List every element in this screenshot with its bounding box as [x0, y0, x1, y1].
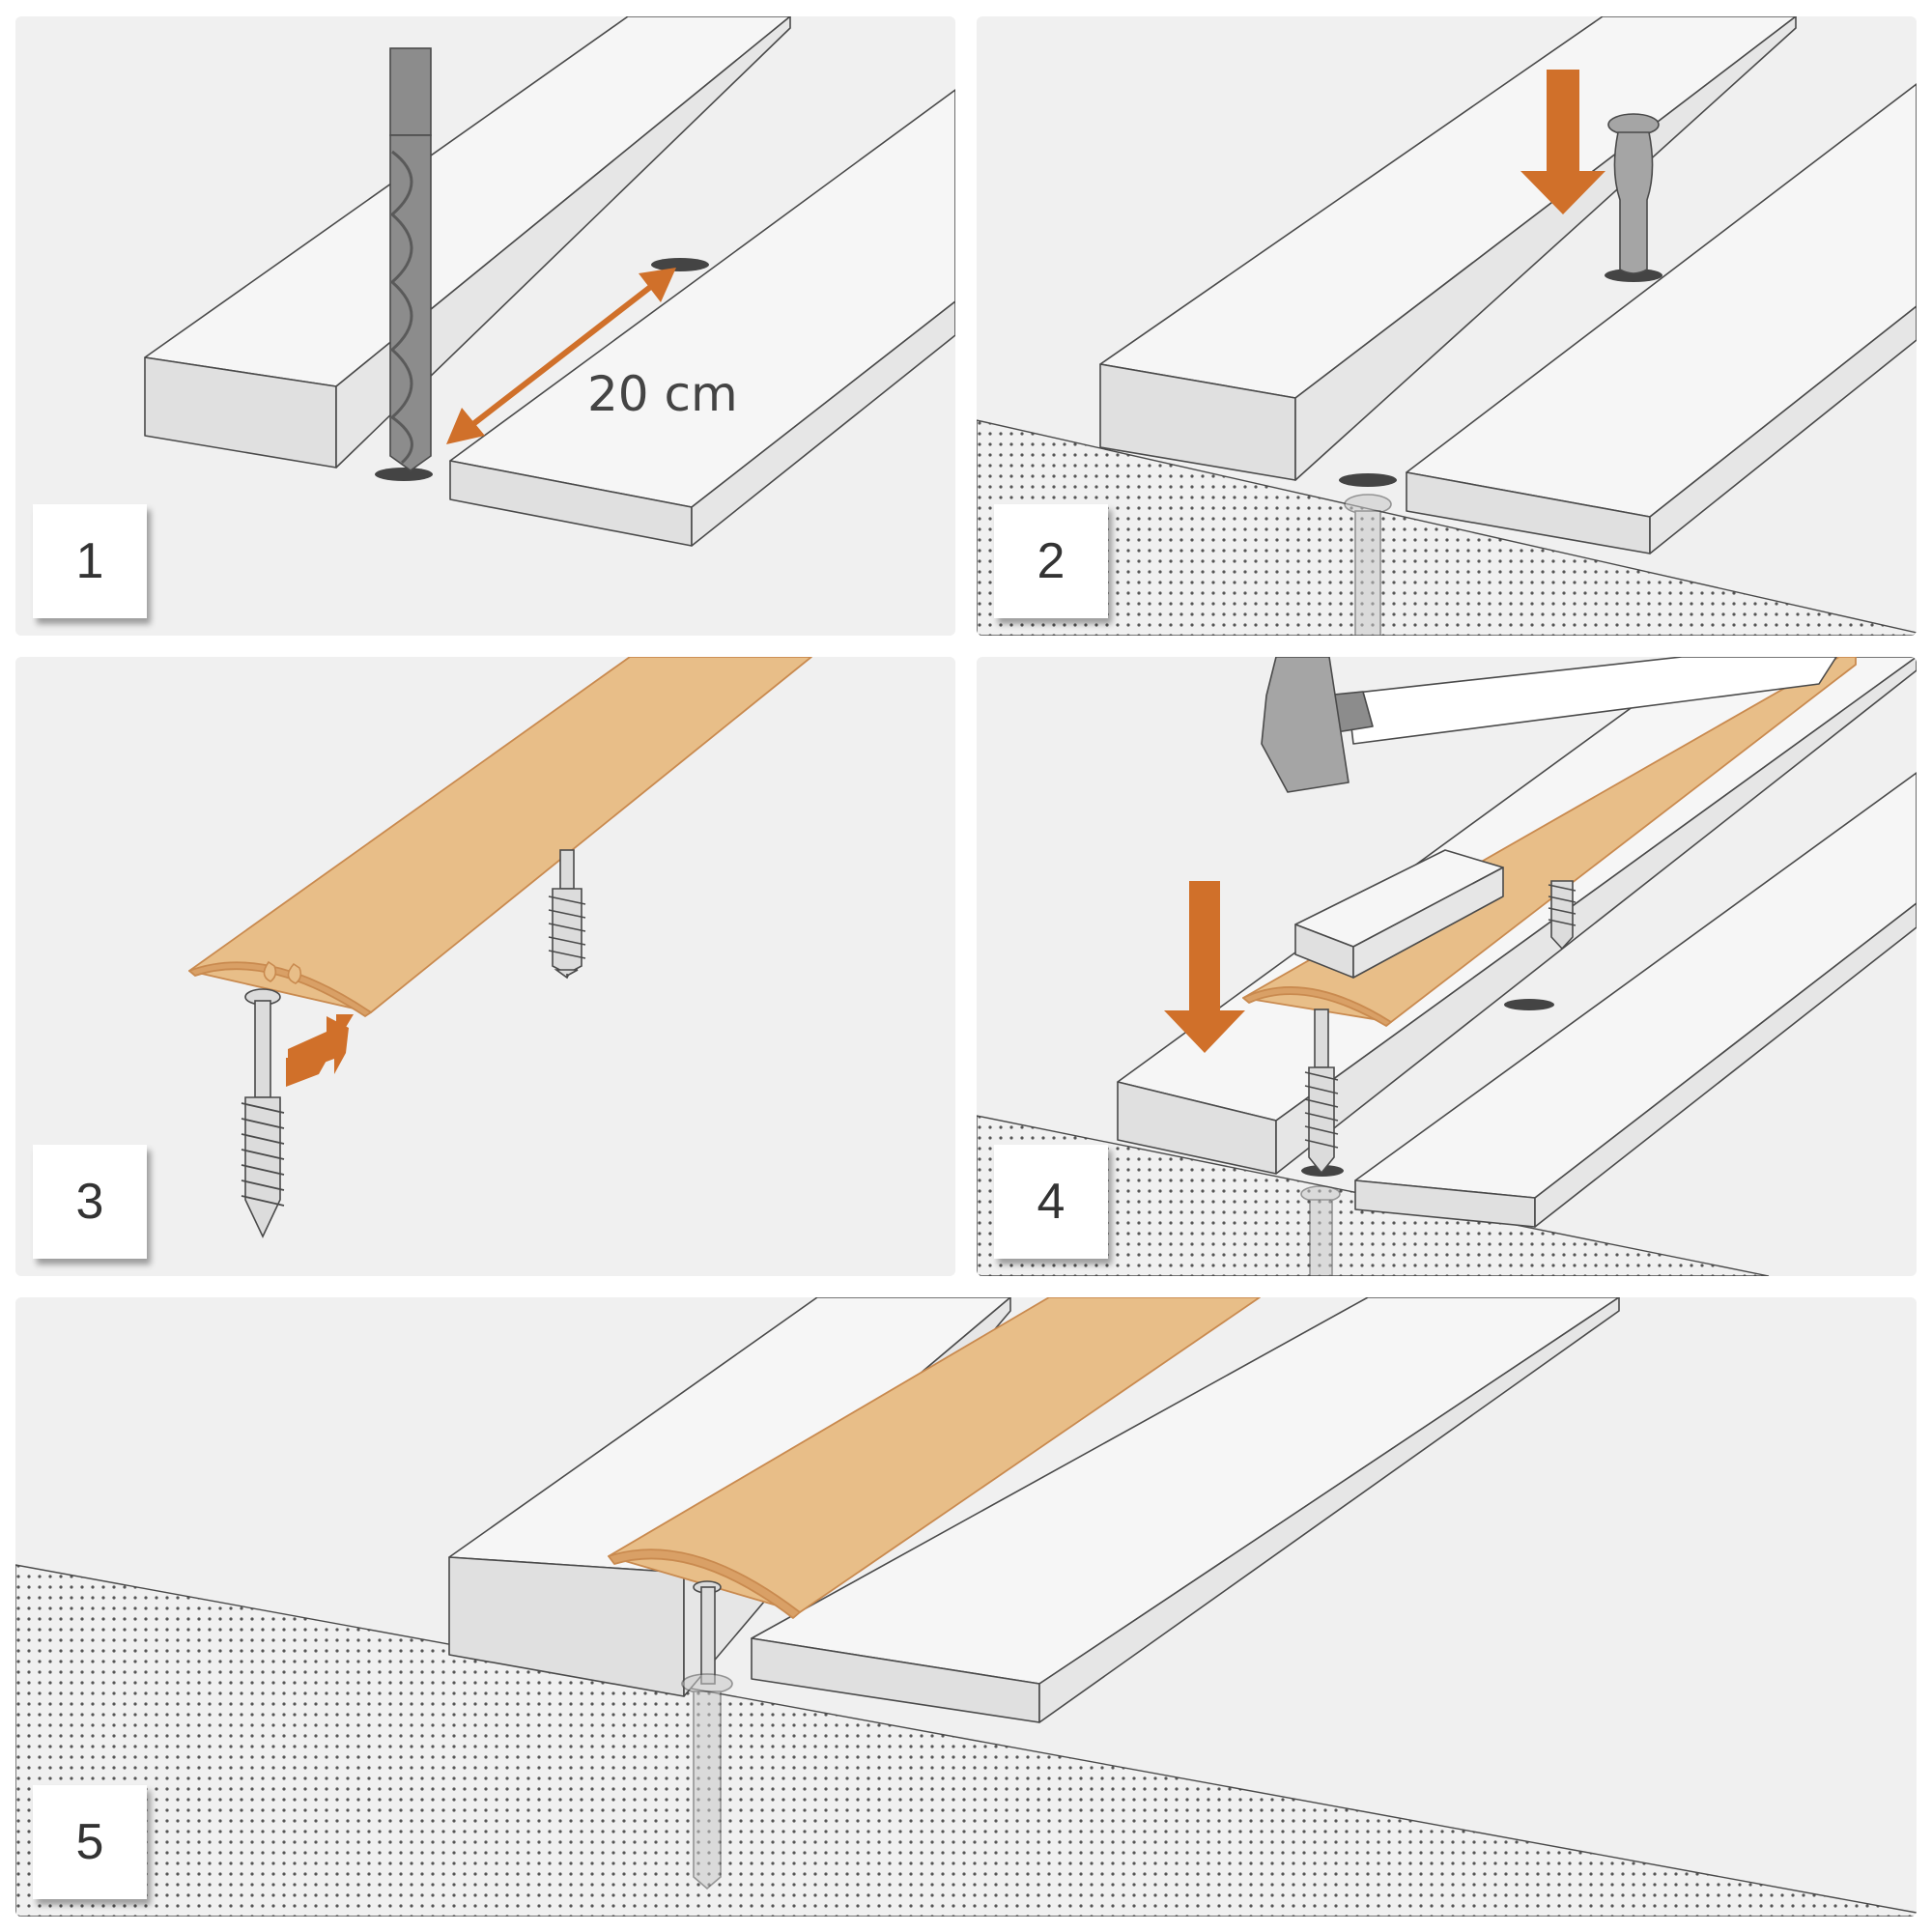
wall-plug-icon — [681, 1673, 733, 1890]
right-board-side — [1649, 305, 1917, 554]
left-board-side — [1275, 657, 1917, 1175]
down-arrow-icon — [1164, 881, 1245, 1053]
step-number-badge: 4 — [994, 1145, 1108, 1259]
screw-icon — [241, 988, 285, 1238]
step-4-illustration — [977, 657, 1917, 1276]
right-board-side — [1534, 902, 1917, 1228]
step-number-badge: 2 — [994, 504, 1108, 618]
screw-icon — [693, 1580, 722, 1685]
wall-plug-icon — [1300, 1185, 1341, 1276]
screw-icon — [548, 849, 586, 980]
step-2-illustration — [977, 16, 1917, 636]
insert-arrow-icon — [286, 1014, 354, 1087]
wall-plug-icon — [1607, 113, 1660, 274]
step-2-panel: 2 — [977, 16, 1917, 636]
transition-profile — [608, 1297, 1261, 1619]
double-arrow-icon — [446, 268, 676, 444]
transition-profile — [188, 657, 812, 1017]
step-number-badge: 1 — [33, 504, 147, 618]
right-board-side — [691, 300, 955, 547]
screw-icon — [1548, 880, 1577, 951]
drill-bit-icon — [389, 47, 432, 471]
drilled-hole — [1339, 473, 1397, 487]
step-number-badge: 5 — [33, 1785, 147, 1899]
step-number-badge: 3 — [33, 1145, 147, 1259]
next-hole — [651, 258, 709, 271]
distance-label: 20 cm — [587, 366, 738, 422]
subfloor — [977, 419, 1917, 636]
right-board-side — [1038, 1297, 1620, 1723]
step-1-illustration — [144, 16, 955, 547]
step-1-panel: 20 cm 1 — [15, 16, 955, 636]
drill-hole — [375, 468, 433, 481]
step-5-panel: 5 — [15, 1297, 1917, 1917]
step-4-panel: 4 — [977, 657, 1917, 1276]
wall-plug-icon — [1344, 494, 1392, 636]
step-3-illustration — [188, 657, 812, 1238]
down-arrow-icon — [1520, 70, 1605, 214]
hammer-icon — [1261, 657, 1837, 793]
step-3-panel: 3 — [15, 657, 955, 1276]
step-5-illustration — [15, 1297, 1917, 1917]
plug-hole — [1605, 269, 1662, 282]
tapping-block — [1294, 849, 1504, 979]
screw-icon — [1304, 1009, 1339, 1175]
hole — [1504, 999, 1554, 1010]
left-board-side — [335, 16, 791, 469]
